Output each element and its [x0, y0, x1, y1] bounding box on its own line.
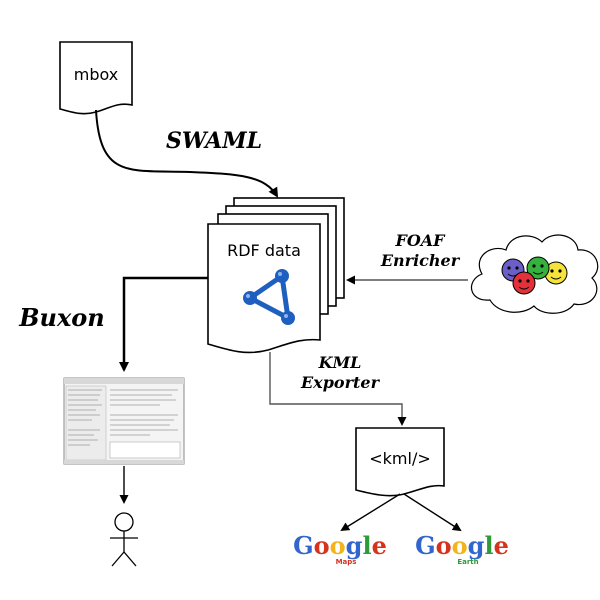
kml-exporter-label-line2: Exporter — [300, 373, 381, 392]
google-maps-letter-5: l — [362, 531, 371, 560]
google-maps-product: Maps — [336, 558, 357, 566]
kml-label: <kml/> — [369, 449, 431, 468]
google-maps-letter-3: o — [330, 531, 346, 560]
kml-exporter-label-line1: KML — [318, 353, 362, 372]
buxon-screenshot-icon — [63, 377, 185, 465]
google-earth-letter-5: l — [484, 531, 493, 560]
google-earth-letter-6: e — [494, 531, 509, 560]
google-maps-letter-2: o — [314, 531, 330, 560]
google-maps-letter-6: e — [372, 531, 387, 560]
kml-exporter-arrow — [269, 352, 407, 426]
google-earth-letter-4: g — [468, 531, 485, 560]
google-earth-arrow — [403, 493, 462, 532]
google-earth-letter-3: o — [452, 531, 468, 560]
rdf-data-label: RDF data — [227, 241, 301, 260]
google-maps-brand: Google — [293, 531, 387, 560]
buxon-arrow — [119, 276, 208, 372]
google-earth-logo: Google Earth — [415, 531, 509, 566]
swaml-arrow — [95, 109, 279, 198]
mbox-label: mbox — [74, 65, 119, 84]
mbox-document: mbox — [59, 41, 133, 115]
google-earth-product: Earth — [457, 558, 478, 566]
foaf-face-green — [526, 256, 550, 280]
user-stick-figure-icon — [110, 512, 138, 567]
foaf-face-yellow — [544, 261, 568, 285]
google-maps-arrow — [340, 493, 401, 532]
google-maps-letter-1: G — [293, 531, 314, 560]
google-maps-logo: Google Maps — [293, 531, 387, 566]
google-earth-letter-2: o — [436, 531, 452, 560]
rdf-logo-icon — [243, 269, 295, 325]
foaf-face-red — [512, 271, 536, 295]
google-earth-brand: Google — [415, 531, 509, 560]
swaml-label: SWAML — [166, 128, 262, 154]
google-maps-letter-4: g — [346, 531, 363, 560]
buxon-label: Buxon — [18, 303, 105, 332]
google-earth-letter-1: G — [415, 531, 436, 560]
foaf-label-line1: FOAF — [394, 231, 446, 250]
foaf-cloud-icon — [471, 234, 599, 314]
kml-document: <kml/> — [355, 427, 445, 497]
rdf-document-stack: RDF data — [207, 197, 345, 354]
foaf-label-line2: Enricher — [380, 251, 461, 270]
